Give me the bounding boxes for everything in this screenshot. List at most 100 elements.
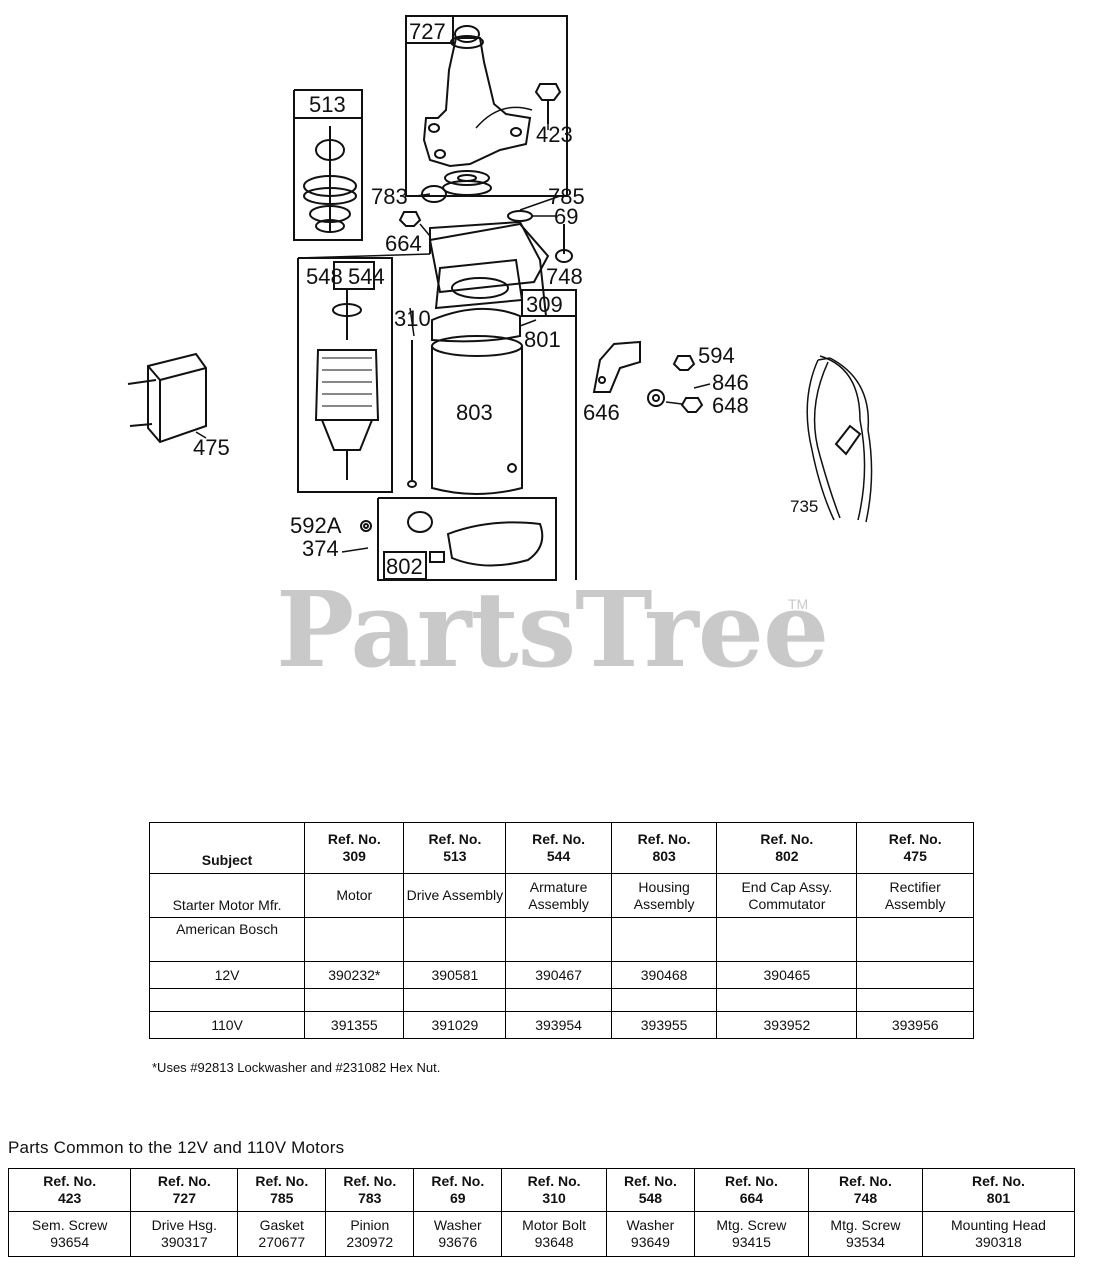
desc-309: Motor — [304, 873, 405, 918]
callout-labels: 727 513 423 783 785 69 664 748 548 544 3… — [193, 19, 818, 579]
table-cell — [304, 917, 405, 962]
voltage-label: 110V — [148, 1011, 306, 1039]
manufacturer-name: American Bosch — [148, 917, 306, 962]
ref-header-423: Ref. No.423 — [7, 1168, 132, 1212]
callout-646: 646 — [583, 400, 620, 425]
part-309-motor-housing — [377, 185, 577, 581]
voltage-label: 12V — [148, 961, 306, 989]
ref-header-513: Ref. No.513 — [403, 822, 507, 874]
callout-69: 69 — [554, 204, 578, 229]
table-cell: 390581 — [403, 961, 507, 989]
callout-785: 785 — [548, 184, 585, 209]
callout-475: 475 — [193, 435, 230, 460]
desc-513: Drive Assembly — [403, 873, 507, 918]
table-cell — [856, 988, 974, 1012]
ref-header-475: Ref. No.475 — [856, 822, 974, 874]
footnote: *Uses #92813 Lockwasher and #231082 Hex … — [152, 1060, 441, 1075]
table-cell — [505, 917, 612, 962]
callout-594: 594 — [698, 343, 735, 368]
callout-748: 748 — [546, 264, 583, 289]
ref-header-727: Ref. No.727 — [130, 1168, 239, 1212]
common-parts-table: Ref. No.423 Ref. No.727 Ref. No.785 Ref.… — [7, 1168, 1076, 1257]
table-description-row: Starter Motor Mfr. Motor Drive Assembly … — [148, 873, 974, 918]
part-592a-374-washer — [341, 520, 372, 553]
ref-header-801: Ref. No.801 — [921, 1168, 1076, 1212]
callout-310: 310 — [394, 306, 431, 331]
table-cell — [716, 917, 858, 962]
trademark-mark: TM — [788, 596, 809, 612]
table-cell: 391355 — [304, 1011, 405, 1039]
part-735-cord — [806, 355, 873, 523]
starter-parts-table: Subject Ref. No.309 Ref. No.513 Ref. No.… — [148, 822, 974, 1039]
desc-803: Housing Assembly — [610, 873, 718, 918]
table-cell — [610, 988, 718, 1012]
ref-header-310: Ref. No.310 — [501, 1168, 607, 1212]
table-cell: 390465 — [716, 961, 858, 989]
ref-header-748: Ref. No.748 — [807, 1168, 923, 1212]
ref-header-783: Ref. No.783 — [325, 1168, 415, 1212]
leader-lines — [409, 124, 561, 337]
common-parts-title: Parts Common to the 12V and 110V Motors — [8, 1138, 345, 1157]
table-cell — [304, 988, 405, 1012]
ref-header-803: Ref. No.803 — [610, 822, 718, 874]
table-cell — [716, 988, 858, 1012]
table-row — [148, 988, 974, 1012]
table-cell — [856, 917, 974, 962]
callout-423: 423 — [536, 122, 573, 147]
table-cell: 390232* — [304, 961, 405, 989]
ref-header-664: Ref. No.664 — [693, 1168, 809, 1212]
callout-846: 846 — [712, 370, 749, 395]
table-cell: 393956 — [856, 1011, 974, 1039]
ref-header-544: Ref. No.544 — [505, 822, 612, 874]
desc-802: End Cap Assy. Commutator — [716, 873, 858, 918]
callout-513: 513 — [309, 92, 346, 117]
ref-header-802: Ref. No.802 — [716, 822, 858, 874]
callout-803: 803 — [456, 400, 493, 425]
ref-header-548: Ref. No.548 — [605, 1168, 695, 1212]
table-cell: Drive Hsg.390317 — [130, 1211, 239, 1257]
callout-735: 735 — [790, 497, 818, 516]
table-cell: 393955 — [610, 1011, 718, 1039]
callout-664: 664 — [385, 231, 422, 256]
ref-header-309: Ref. No.309 — [304, 822, 405, 874]
callout-802: 802 — [386, 554, 423, 579]
callout-544: 544 — [348, 264, 385, 289]
table-cell: 390468 — [610, 961, 718, 989]
callout-727: 727 — [409, 19, 446, 44]
table-cell: 390467 — [505, 961, 612, 989]
watermark-logo: PartsTree — [276, 568, 829, 691]
ref-header-69: Ref. No.69 — [413, 1168, 503, 1212]
table-cell — [403, 988, 507, 1012]
table-cell: 393952 — [716, 1011, 858, 1039]
table-cell — [505, 988, 612, 1012]
table-row: American Bosch — [148, 917, 974, 962]
callout-548: 548 — [306, 264, 343, 289]
ref-header-785: Ref. No.785 — [237, 1168, 327, 1212]
part-544-armature-assembly — [297, 253, 431, 493]
desc-544: Armature Assembly — [505, 873, 612, 918]
callout-309: 309 — [526, 292, 563, 317]
part-475-rectifier — [127, 352, 207, 444]
table-row: 12V 390232* 390581 390467 390468 390465 — [148, 961, 974, 989]
table-cell: 391029 — [403, 1011, 507, 1039]
callout-374: 374 — [302, 536, 339, 561]
table-cell — [856, 961, 974, 989]
callout-648: 648 — [712, 393, 749, 418]
exploded-parts-diagram: 727 513 423 783 785 69 664 748 548 544 3… — [127, 15, 873, 581]
desc-475: Rectifier Assembly — [856, 873, 974, 918]
callout-783: 783 — [371, 184, 408, 209]
mfr-label: Starter Motor Mfr. — [148, 873, 306, 918]
table-header-row: Subject Ref. No.309 Ref. No.513 Ref. No.… — [148, 822, 974, 874]
table-cell — [403, 917, 507, 962]
table-header-row: Ref. No.423 Ref. No.727 Ref. No.785 Ref.… — [7, 1168, 1076, 1212]
table-cell — [148, 988, 306, 1012]
